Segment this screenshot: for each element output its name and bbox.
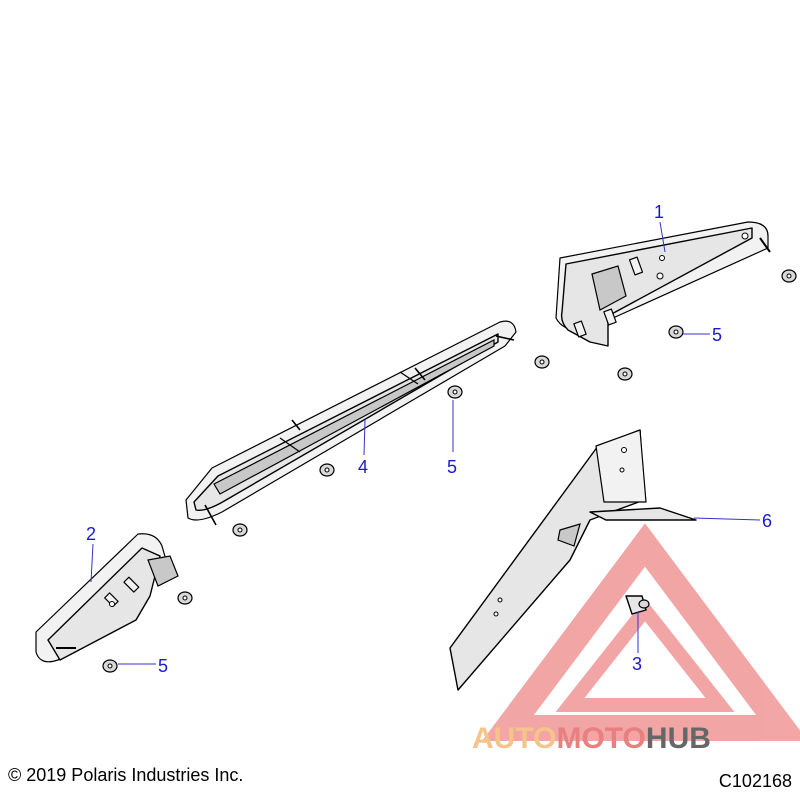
nut: [447, 385, 463, 399]
watermark-text: AUTOMOTOHUB: [472, 722, 711, 755]
nut: [319, 463, 335, 477]
callout-5: 5: [158, 656, 168, 676]
nut: [534, 355, 550, 369]
diagram-code: C102168: [719, 771, 792, 791]
callout-4: 4: [358, 457, 368, 477]
bracket-panel: [449, 429, 697, 691]
leader-lines: [90, 221, 761, 665]
copyright-text: © 2019 Polaris Industries Inc.: [8, 765, 243, 785]
watermark-logo: [482, 523, 800, 741]
tail-light-left: [35, 533, 179, 663]
nut: [177, 591, 193, 605]
callout-3: 3: [632, 654, 642, 674]
callout-5: 5: [712, 325, 722, 345]
callout-6: 6: [762, 511, 772, 531]
watermark-auto: AUTO: [472, 722, 556, 755]
nut: [617, 367, 633, 381]
nut: [781, 269, 797, 283]
nut: [102, 659, 118, 673]
nuts: [102, 269, 797, 673]
light-bar-center: [185, 320, 517, 526]
watermark-moto: MOTO: [556, 722, 645, 755]
callout-2: 2: [86, 524, 96, 544]
nut: [232, 523, 248, 537]
watermark-hub: HUB: [646, 722, 711, 755]
pin-fastener: [625, 595, 650, 615]
tail-light-right: [555, 221, 771, 347]
callout-5: 5: [447, 457, 457, 477]
callout-1: 1: [654, 202, 664, 222]
nut: [668, 325, 684, 339]
